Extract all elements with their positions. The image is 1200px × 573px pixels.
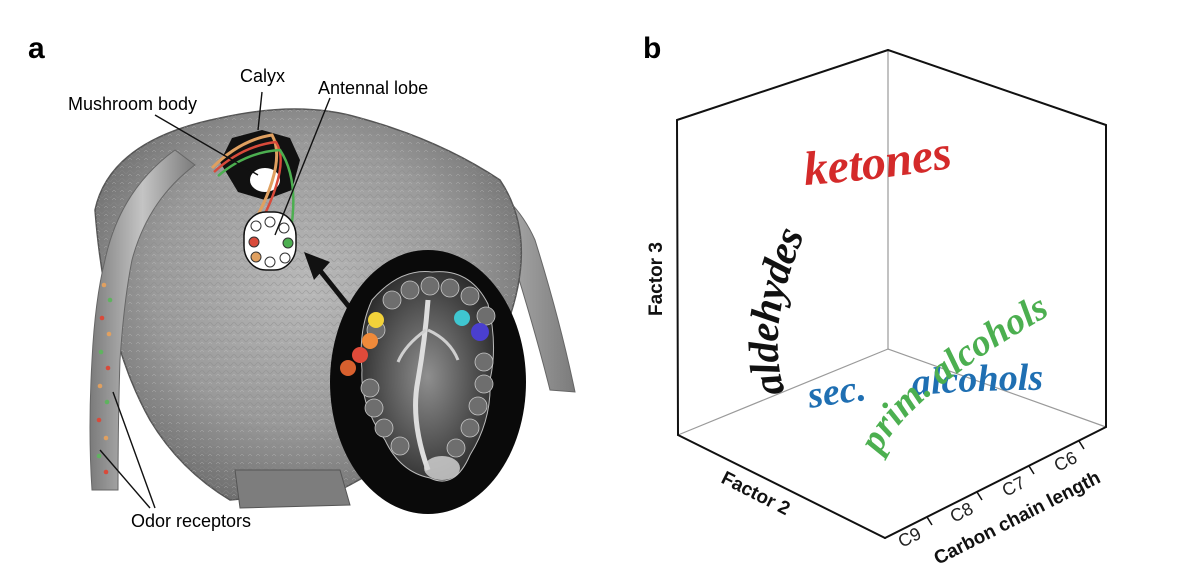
- axis-factor-3: Factor 3: [646, 242, 667, 316]
- sec-word: sec.: [804, 367, 869, 417]
- callout-lines: [99, 91, 331, 509]
- antennal-lobe-micrograph: [330, 250, 526, 514]
- brain-schematic: [210, 130, 300, 271]
- ketones-text: ketones: [802, 126, 955, 196]
- tick-c7: C7: [999, 472, 1029, 500]
- cube-frame: [676, 49, 1107, 539]
- receptor-leader-1: [112, 391, 156, 509]
- panel-b-label: b: [643, 32, 661, 65]
- calyx-label: Calyx: [240, 66, 285, 86]
- aldehydes-label: aldehydes: [741, 221, 813, 401]
- left-antenna: [89, 149, 196, 491]
- tract-red: [213, 140, 282, 221]
- tick-marks: [926, 440, 1085, 526]
- mouthparts: [234, 469, 351, 509]
- aldehydes-text: aldehydes: [741, 221, 814, 401]
- tick-c8: C8: [947, 498, 977, 526]
- antennal-lobe-label: Antennal lobe: [318, 78, 428, 98]
- panel-a: a: [28, 32, 576, 531]
- mushroom-body-leader: [154, 114, 259, 176]
- colored-glomeruli: [340, 310, 489, 376]
- magnification-arrow: [304, 252, 352, 310]
- panel-a-label: a: [28, 32, 45, 65]
- antennal-lobe-leader: [274, 97, 331, 236]
- panel-b: b C9 C8 C7 C6 Factor 3: [643, 32, 1107, 569]
- tract-orange: [210, 133, 279, 216]
- calyx-leader: [257, 91, 263, 131]
- odor-receptors-label: Odor receptors: [131, 511, 251, 531]
- axis-factor-2: Factor 2: [718, 468, 793, 520]
- mushroom-body-label: Mushroom body: [68, 94, 197, 114]
- receptor-leader-2: [99, 449, 151, 509]
- tick-c9: C9: [895, 523, 925, 551]
- ketones-label: ketones: [802, 126, 955, 196]
- odor-receptor-dots: [96, 282, 113, 475]
